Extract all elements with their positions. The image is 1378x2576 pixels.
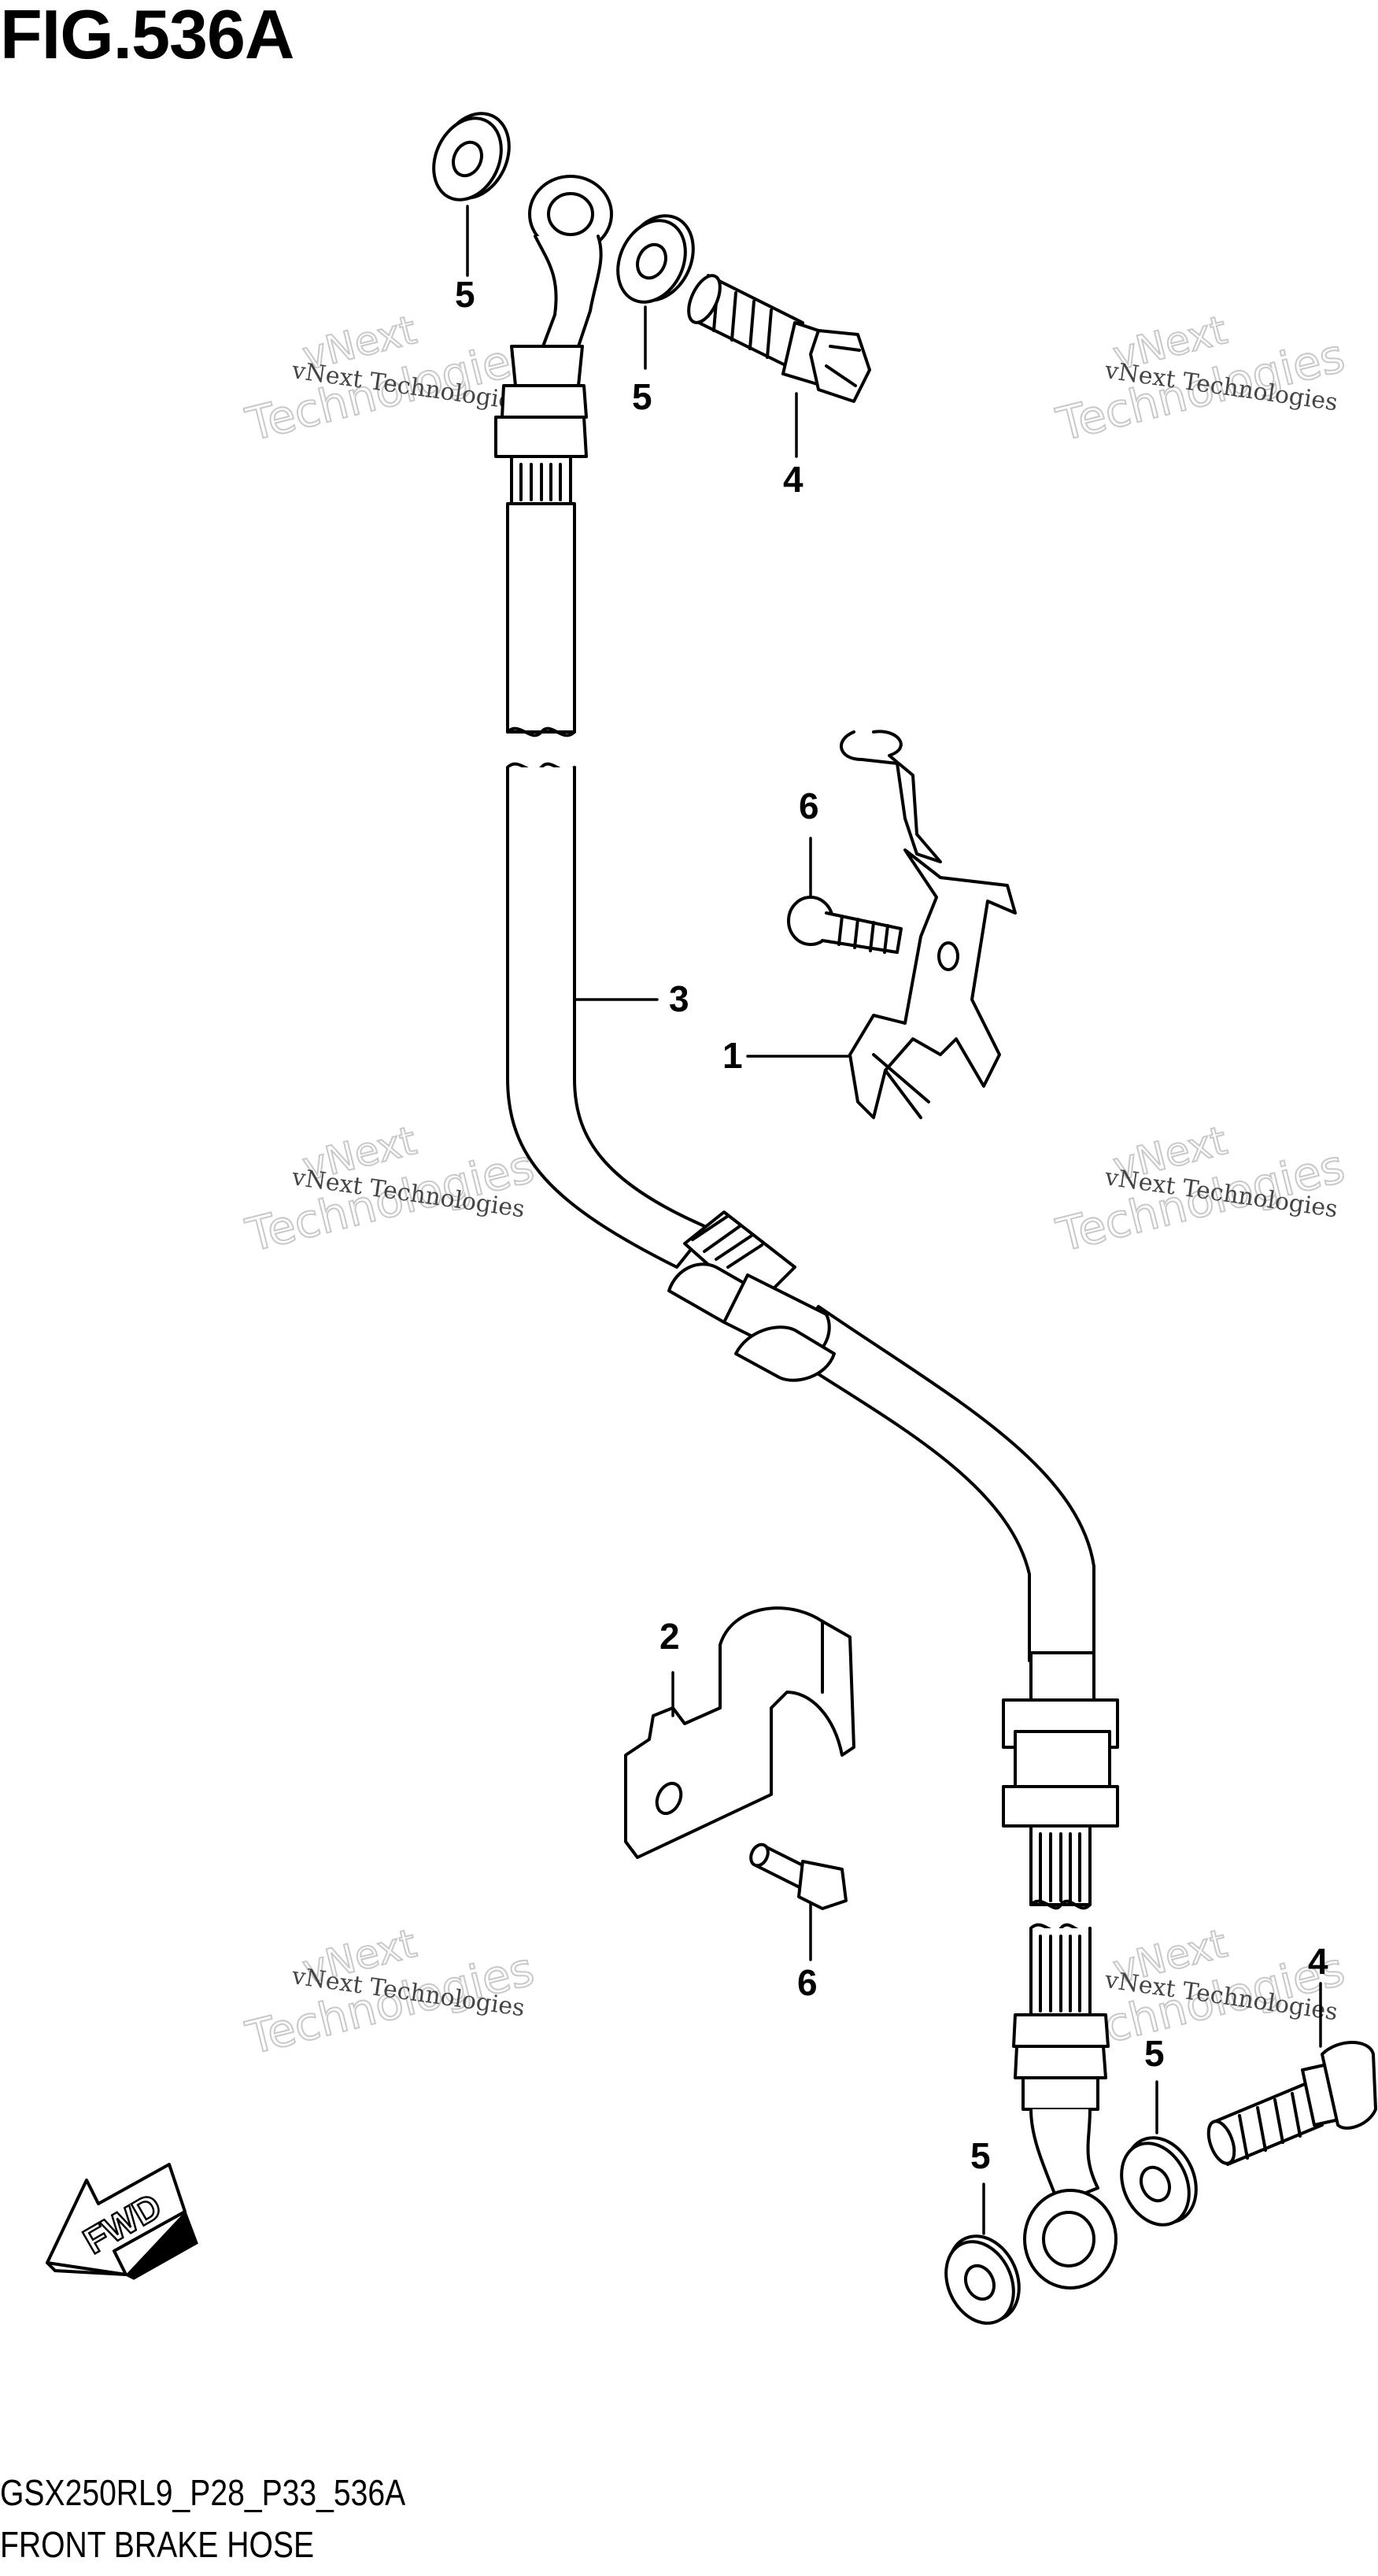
banjo-bolt-bottom: [1206, 2041, 1377, 2166]
banjo-bolt-top: [687, 274, 871, 403]
watermark-bottom-left: Technologies vNext vNext Technologies: [240, 1920, 540, 2066]
callout-6-top: 6: [799, 785, 819, 826]
bolt-bottom: [749, 1842, 848, 1910]
hose-grommet-middle: [667, 1210, 836, 1382]
watermark-middle-right: Technologies vNext vNext Technologies: [1051, 1117, 1350, 1263]
callout-5-top-left: 5: [455, 274, 475, 315]
figure-code: GSX250RL9_P28_P33_536A: [0, 2472, 406, 2513]
brake-hose-upper-fitting: [494, 175, 613, 505]
brake-hose: [506, 502, 1095, 1662]
callout-2: 2: [659, 1616, 680, 1657]
washer-bottom-left: [944, 2234, 1021, 2325]
bolt-top: [787, 896, 903, 954]
arrow-forward-icon: FWD: [46, 2163, 198, 2280]
figure-name: FRONT BRAKE HOSE: [0, 2524, 315, 2565]
hose-bracket-upper: [840, 730, 1017, 1119]
callout-3: 3: [669, 978, 689, 1019]
washer-bottom-right: [1120, 2136, 1198, 2227]
callout-5-bottom-right: 5: [1144, 2033, 1165, 2074]
callout-6-bottom: 6: [797, 1962, 818, 2003]
hose-clamp: [624, 1606, 855, 1859]
callout-1: 1: [722, 1035, 743, 1076]
callout-5-top-right: 5: [632, 376, 652, 417]
callout-4-top: 4: [783, 459, 804, 500]
watermark-middle-left: Technologies vNext vNext Technologies: [240, 1117, 540, 1263]
figure-title: FIG.536A: [0, 0, 294, 73]
washer-top-right: [616, 214, 695, 304]
hose-grommet-lower: [1002, 1651, 1119, 2290]
callout-5-bottom-left: 5: [970, 2135, 991, 2176]
leader-lines: [466, 205, 1322, 2235]
washer-top-left: [432, 112, 511, 201]
callout-4-bottom: 4: [1308, 1941, 1328, 1982]
watermark-top-right: Technologies vNext vNext Technologies: [1051, 306, 1350, 453]
